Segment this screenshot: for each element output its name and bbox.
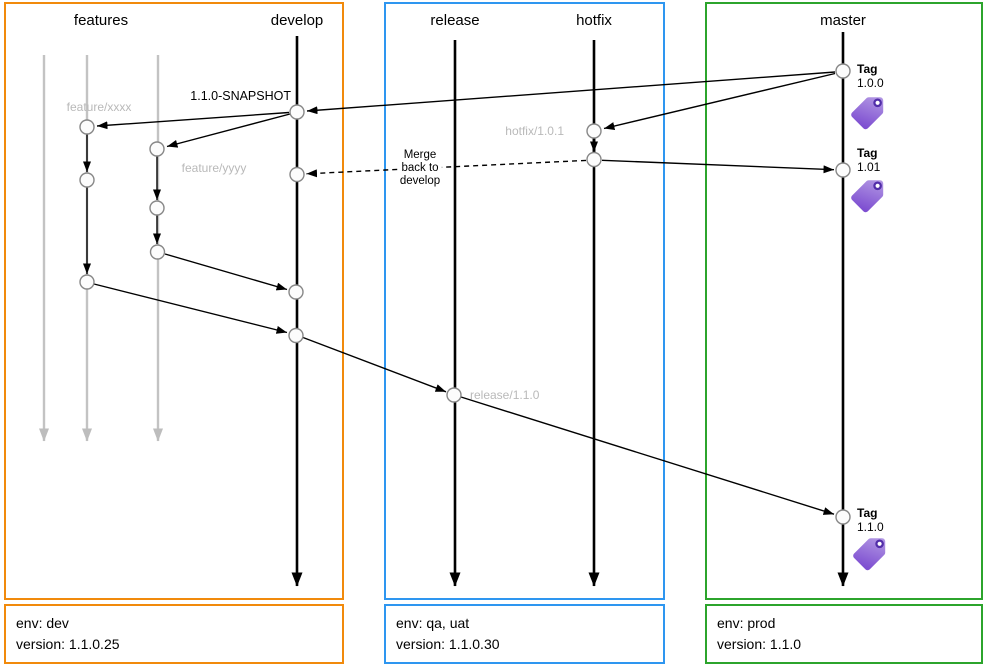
edge-feature-xxxx-to-develop (93, 283, 288, 334)
commit-feature-xxxx-1 (79, 119, 95, 135)
edge-release-to-master (460, 396, 835, 515)
commit-master-tag-101 (835, 162, 851, 178)
hotfix-branch-label: hotfix/1.0.1 (505, 124, 564, 138)
branch-lines (291, 32, 849, 587)
feature-commit-arrows (83, 134, 161, 274)
tag-title-101: Tag (857, 146, 878, 160)
commit-hotfix-2 (586, 151, 602, 168)
release-hotfix-box (384, 2, 665, 600)
release-branch-label: release/1.1.0 (470, 388, 540, 402)
edge-develop-to-release (302, 336, 447, 393)
tag-label-100: Tag 1.0.0 (857, 62, 884, 90)
commit-release-1 (446, 387, 462, 403)
env-footer-prod: env: prod version: 1.1.0 (705, 604, 983, 664)
env-footer-qa: env: qa, uat version: 1.1.0.30 (384, 604, 665, 664)
commit-feature-xxxx-3 (79, 274, 95, 290)
env-prod-label: env: prod (717, 615, 776, 631)
tag-icon-110 (852, 537, 887, 572)
master-box (705, 2, 983, 600)
commit-develop-hotfix-merge (289, 166, 305, 183)
edge-master-to-hotfix (603, 72, 836, 130)
tag-version-100: 1.0.0 (857, 76, 884, 90)
merge-back-note: Merge back to develop (397, 149, 443, 188)
commit-feature-xxxx-2 (79, 172, 95, 188)
env-prod-version: version: 1.1.0 (717, 636, 802, 652)
tag-title-110: Tag (857, 506, 878, 520)
commit-feature-yyyy-2 (149, 200, 165, 216)
commit-master-tag-100 (835, 63, 851, 79)
branch-header-release: release (430, 12, 480, 29)
features-develop-box (4, 2, 344, 600)
commits (79, 63, 851, 525)
commit-hotfix-1 (586, 123, 602, 139)
commit-develop-3 (288, 284, 304, 300)
feature-yyyy-label: feature/yyyy (181, 161, 247, 175)
edge-develop-to-feature-yyyy (166, 113, 291, 148)
tag-label-101: Tag 1.01 (857, 146, 880, 174)
env-footer-dev: env: dev version: 1.1.0.25 (4, 604, 344, 664)
branch-header-features: features (73, 12, 129, 29)
branch-header-master: master (820, 12, 866, 29)
tag-icon-101 (850, 179, 885, 214)
edge-hotfix-to-develop-dashed (306, 159, 587, 178)
edge-hotfix-to-master (601, 159, 835, 174)
feature-xxxx-label: feature/xxxx (66, 100, 132, 114)
commit-feature-yyyy-3 (149, 244, 166, 260)
tag-title-100: Tag (857, 62, 878, 76)
branch-header-develop: develop (270, 12, 324, 29)
edge-master-to-develop (306, 71, 836, 115)
commit-develop-snapshot (289, 104, 305, 120)
tag-label-110: Tag 1.1.0 (857, 506, 884, 534)
commit-feature-yyyy-1 (149, 141, 165, 157)
tag-version-101: 1.01 (857, 160, 881, 174)
env-dev-label: env: dev (16, 615, 69, 631)
branch-header-hotfix: hotfix (576, 12, 612, 29)
snapshot-label: 1.1.0-SNAPSHOT (190, 89, 291, 103)
env-qa-version: version: 1.1.0.30 (396, 636, 500, 652)
env-qa-label: env: qa, uat (396, 615, 470, 631)
commit-develop-4 (288, 327, 304, 344)
tag-version-110: 1.1.0 (857, 520, 884, 534)
edge-feature-yyyy-to-develop (164, 253, 288, 291)
commit-master-tag-110 (835, 509, 851, 525)
merge-edges (93, 71, 836, 515)
edge-develop-to-feature-xxxx (96, 111, 290, 130)
tag-icon-100 (850, 96, 885, 131)
env-dev-version: version: 1.1.0.25 (16, 636, 120, 652)
